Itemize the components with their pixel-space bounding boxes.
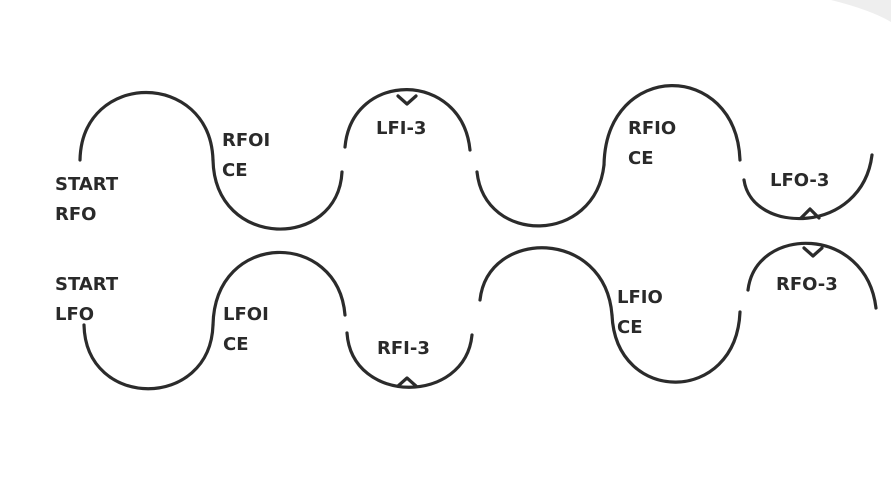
top-lobe-lfo3 xyxy=(742,153,874,221)
label-rfoice: RFOI CE xyxy=(222,130,271,181)
bottom-lobe-rfo3 xyxy=(746,241,878,310)
label-rfi3: RFI-3 xyxy=(377,338,430,359)
label-lfi3: LFI-3 xyxy=(376,118,427,139)
label-start-rfo: START RFO xyxy=(55,174,119,225)
top-lobe-rfioce-lower xyxy=(475,163,606,228)
label-rfioce: RFIO CE xyxy=(628,118,677,169)
bottom-turn-rfi3 xyxy=(396,376,418,388)
top-lobe-rfioce-upper xyxy=(602,84,742,167)
top-turn-lfo3 xyxy=(799,207,821,220)
bottom-lobe-lfioce-upper xyxy=(478,246,614,317)
label-start-lfo: START LFO xyxy=(55,274,119,325)
bottom-turn-rfo3 xyxy=(802,246,824,258)
top-lobe-start-rfo xyxy=(78,90,215,162)
top-lobe-rfoice xyxy=(211,158,344,231)
top-lobe-lfi3 xyxy=(343,88,472,152)
label-lfoice: LFOI CE xyxy=(223,304,269,355)
label-rfo3: RFO-3 xyxy=(776,274,838,295)
bottom-lobe-lfioce-lower xyxy=(610,310,742,384)
label-lfo3: LFO-3 xyxy=(770,170,830,191)
top-turn-lfi3 xyxy=(396,94,418,106)
bottom-lobe-lfoice xyxy=(211,250,347,327)
label-lfioce: LFIO CE xyxy=(617,287,663,338)
bottom-lobe-start-lfo xyxy=(82,323,215,391)
corner-shading xyxy=(831,0,891,22)
bottom-lobe-rfi3 xyxy=(345,331,474,389)
